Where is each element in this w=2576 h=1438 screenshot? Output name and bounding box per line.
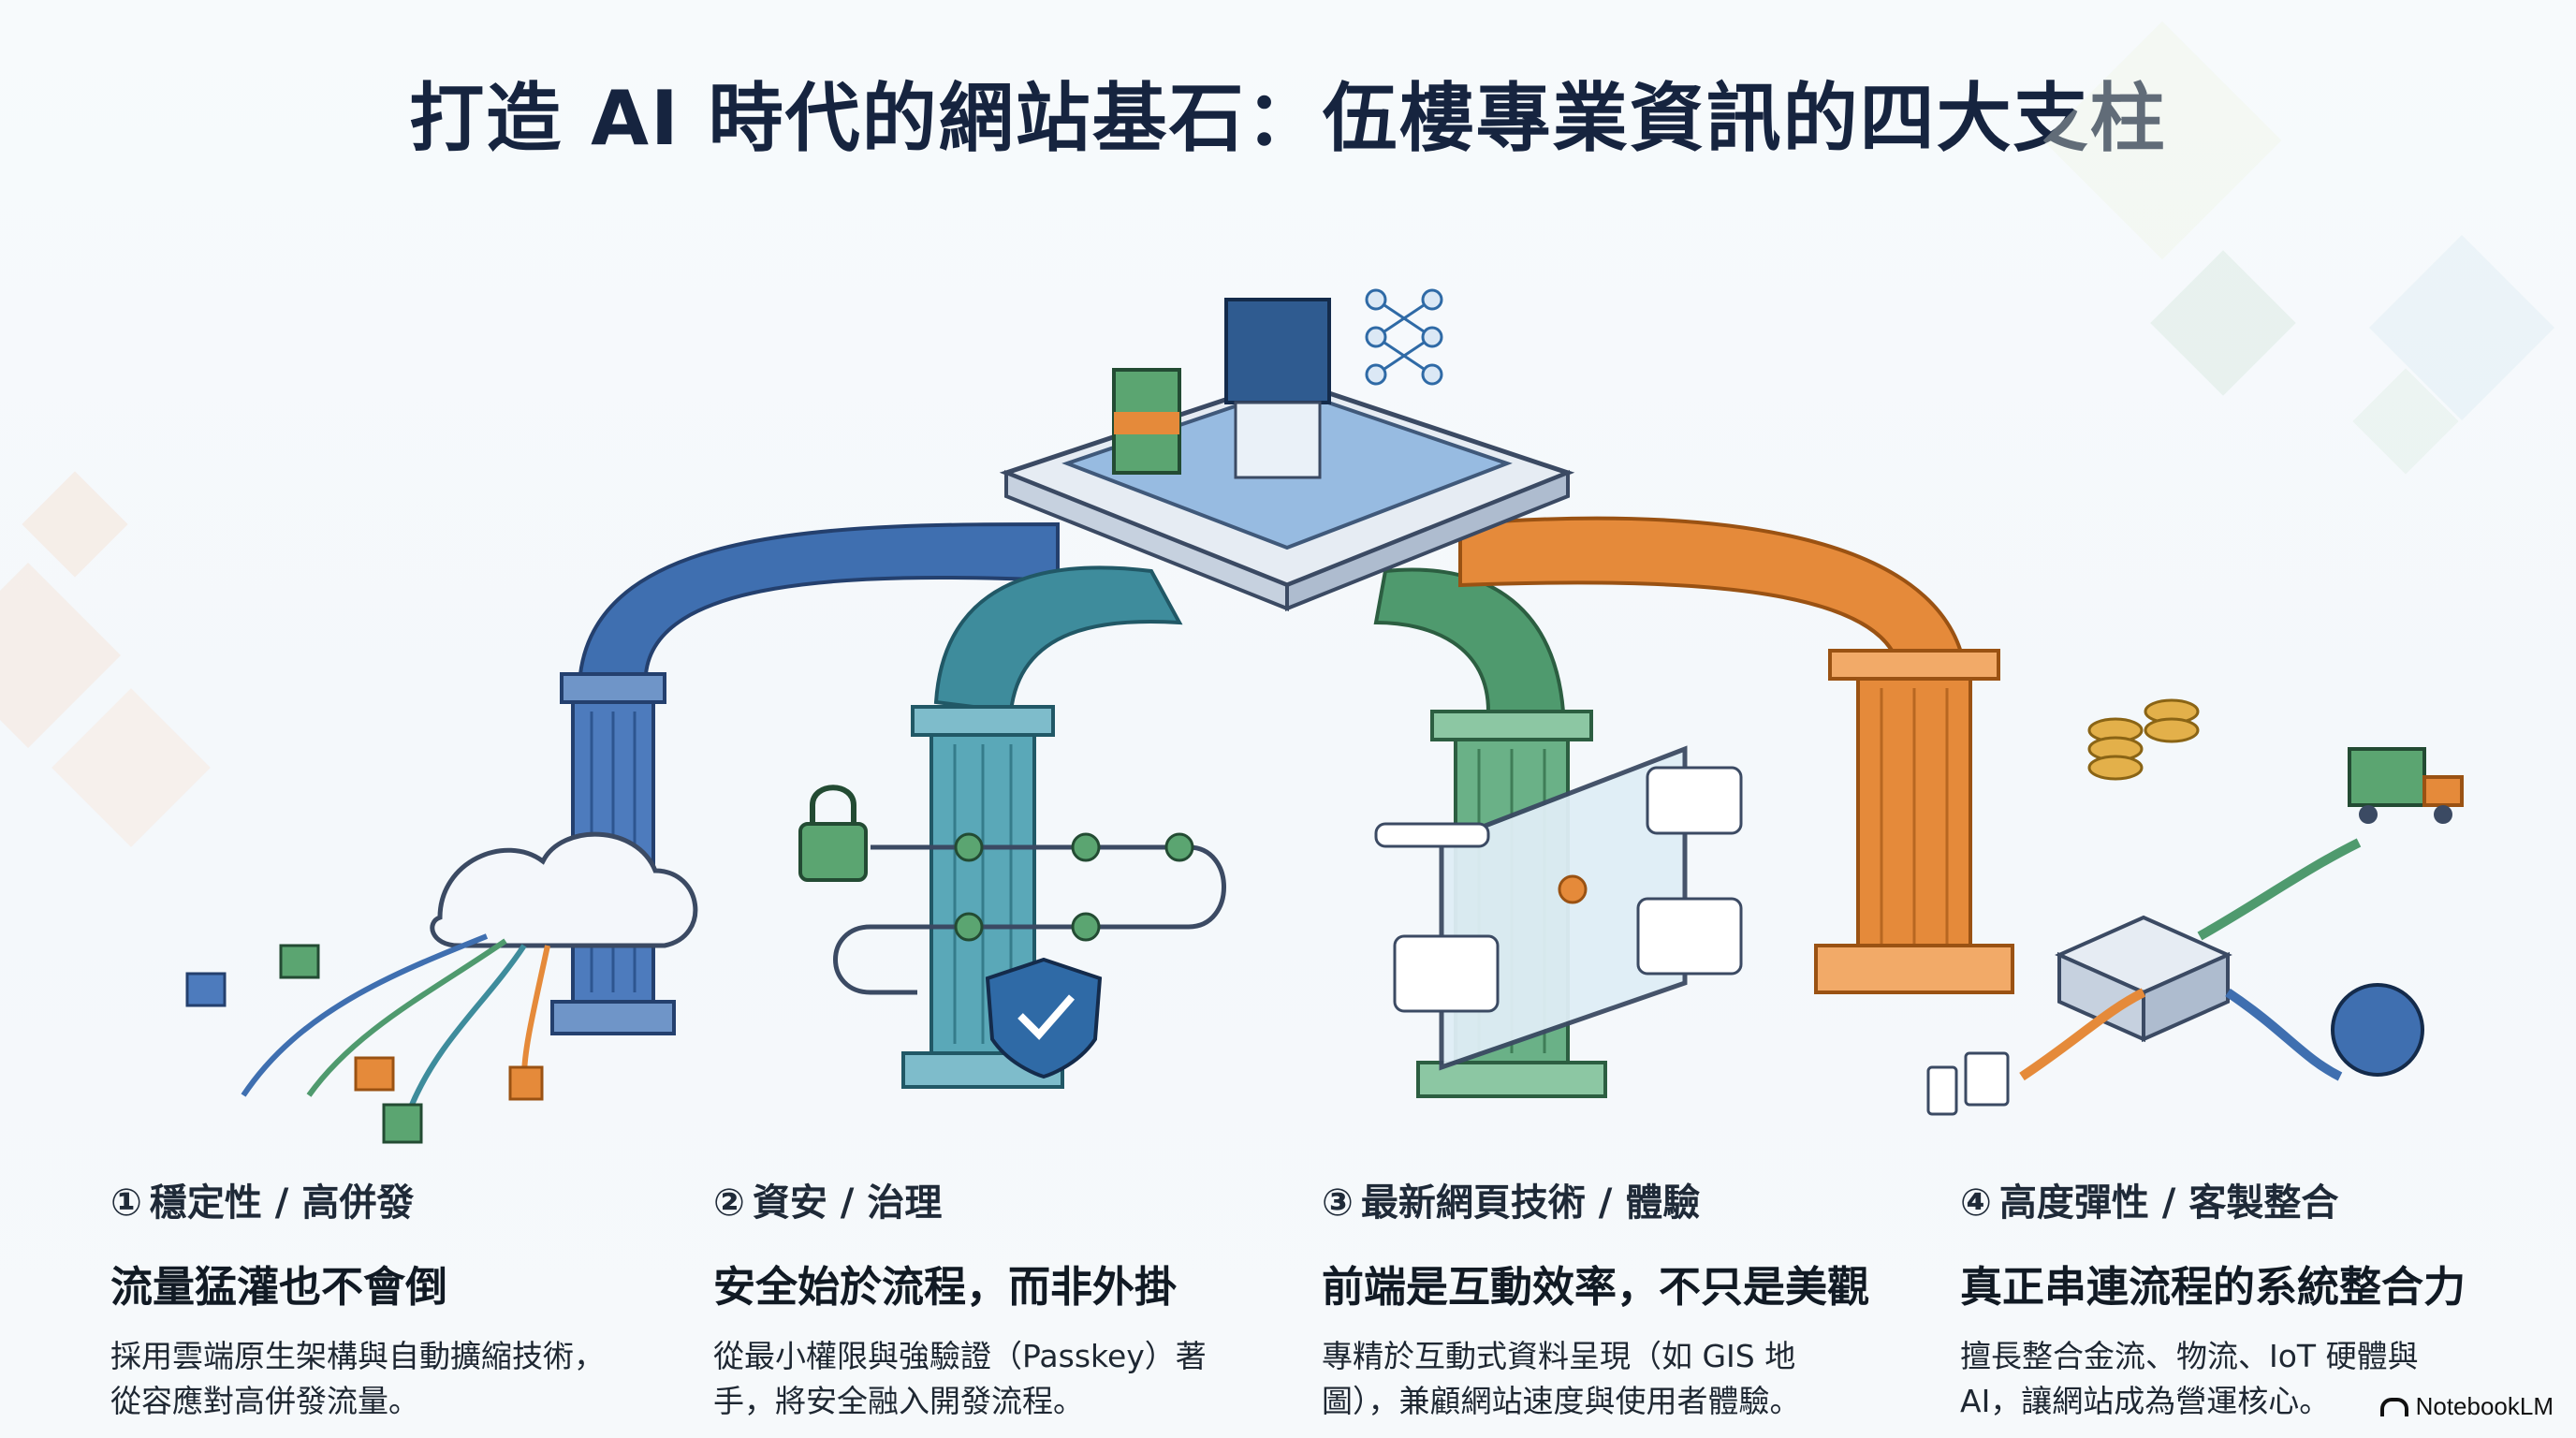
notebooklm-logo-icon [2379, 1398, 2408, 1416]
pillar-1 [185, 672, 698, 1144]
pillar-4-heading-text: 高度彈性 / 客製整合 [1998, 1181, 2339, 1225]
pillar-2-desc-line-1: 從最小權限與強驗證（Passkey）著 [713, 1338, 1207, 1374]
pillar-3-description: 專精於互動式資料呈現（如 GIS 地 圖），兼顧網站速度與使用者體驗。 [1322, 1334, 1883, 1424]
ribbon-teal [933, 565, 1183, 714]
pillar-1-desc-line-2: 從容應對高併發流量。 [110, 1383, 419, 1419]
pillar-1-subtitle: 流量猛灌也不會倒 [110, 1262, 448, 1312]
pillar-2-desc-line-2: 手，將安全融入開發流程。 [713, 1383, 1084, 1419]
ribbon-green [1373, 567, 1566, 713]
pillar-4-desc-line-2: AI，讓網站成為營運核心。 [1960, 1383, 2331, 1419]
pillar-2-number: ② [713, 1181, 745, 1225]
brand-label: NotebookLM [2415, 1392, 2554, 1420]
pillar-4-desc-line-1: 擅長整合金流、物流、IoT 硬體與 [1960, 1338, 2419, 1374]
pillar-4-description: 擅長整合金流、物流、IoT 硬體與 AI，讓網站成為營運核心。 [1960, 1334, 2522, 1424]
pillar-1-desc-line-1: 採用雲端原生架構與自動擴縮技術， [110, 1338, 605, 1374]
pillar-1-number: ① [110, 1181, 142, 1225]
pillar-2 [798, 705, 1226, 1089]
central-hub [999, 288, 1575, 611]
pillar-2-subtitle: 安全始於流程，而非外掛 [713, 1262, 1178, 1312]
pillar-3-desc-line-1: 專精於互動式資料呈現（如 GIS 地 [1322, 1338, 1796, 1374]
pillar-4 [1814, 649, 2464, 1116]
pillar-3-heading-text: 最新網頁技術 / 體驗 [1360, 1181, 1701, 1225]
pillar-3 [1374, 710, 1743, 1098]
pillar-3-number: ③ [1322, 1181, 1354, 1225]
pillar-2-description: 從最小權限與強驗證（Passkey）著 手，將安全融入開發流程。 [713, 1334, 1275, 1424]
pillar-3-desc-line-2: 圖），兼顧網站速度與使用者體驗。 [1322, 1383, 1801, 1419]
page-title: 打造 AI 時代的網站基石：伍樓專業資訊的四大支柱 [409, 75, 2167, 162]
pillar-1-description: 採用雲端原生架構與自動擴縮技術， 從容應對高併發流量。 [110, 1334, 672, 1424]
pillar-3-subtitle: 前端是互動效率，不只是美觀 [1322, 1262, 1870, 1312]
pillar-4-subtitle: 真正串連流程的系統整合力 [1960, 1262, 2466, 1312]
notebooklm-watermark: NotebookLM [2379, 1392, 2554, 1421]
pillar-2-heading-text: 資安 / 治理 [752, 1181, 943, 1225]
pillar-1-heading-text: 穩定性 / 高併發 [149, 1181, 415, 1225]
pillar-4-number: ④ [1960, 1181, 1992, 1225]
